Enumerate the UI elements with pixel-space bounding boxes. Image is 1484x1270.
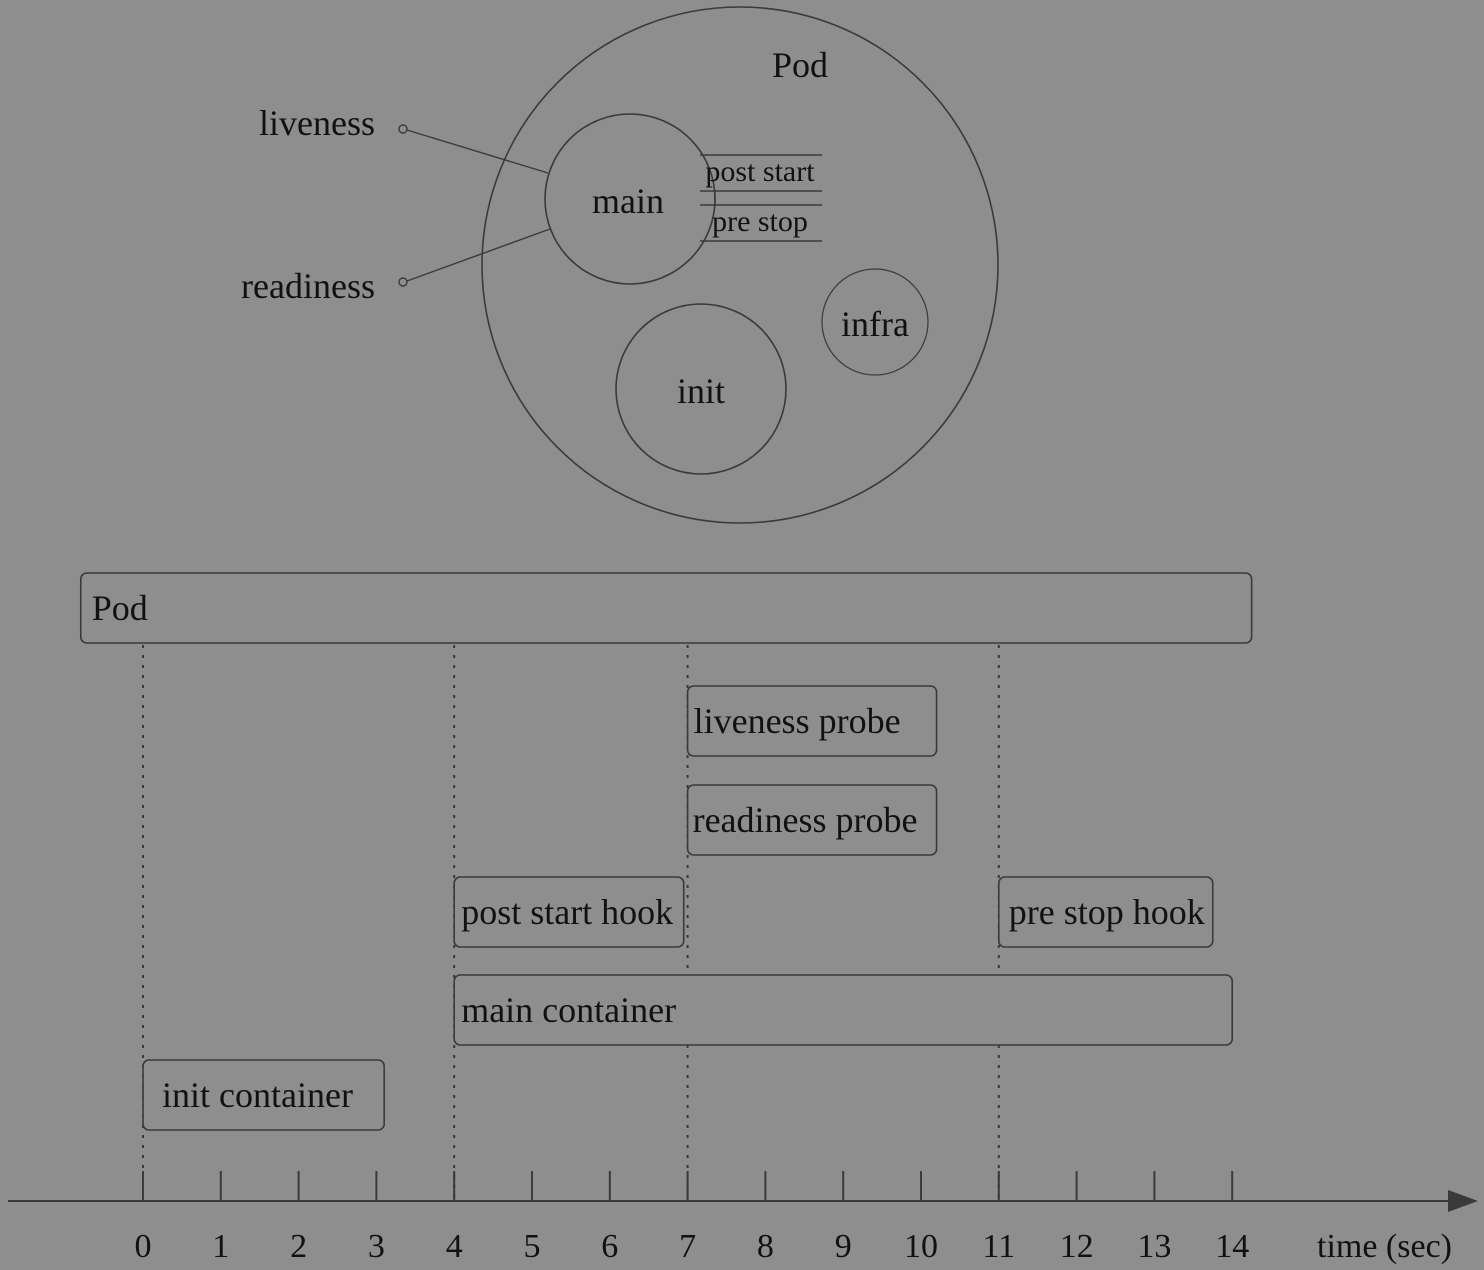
- probe-connectors: [398, 124, 551, 287]
- post-start-hook-bar-label: post start hook: [461, 892, 673, 932]
- tick-label: 12: [1060, 1228, 1094, 1265]
- tick-label: 14: [1215, 1228, 1249, 1265]
- readiness-label: readiness: [241, 266, 375, 306]
- tick-label: 7: [679, 1228, 696, 1265]
- pod-label: Pod: [772, 45, 828, 85]
- infra-container-circle: [821, 268, 929, 376]
- liveness-label: liveness: [259, 103, 375, 143]
- tick-label: 13: [1137, 1228, 1171, 1265]
- pod-circle: [481, 6, 999, 524]
- tick-label: 2: [290, 1228, 307, 1265]
- pod-structure: Pod main init infra post start pre stop …: [241, 6, 999, 524]
- post-start-hook-bar-box: [453, 876, 685, 948]
- axis-arrowhead: [1448, 1190, 1478, 1212]
- post-start-hook-label: post start: [705, 155, 815, 188]
- init-container-bar-label: init container: [162, 1075, 353, 1115]
- init-container-bar-box: [142, 1059, 385, 1131]
- pre-stop-hook-bar-box: [997, 876, 1214, 948]
- tick-label: 9: [835, 1228, 852, 1265]
- pre-stop-hook-label: pre stop: [712, 205, 808, 238]
- hook-lines: [700, 154, 822, 242]
- post-start-hook-bar: post start hook: [453, 876, 685, 948]
- init-container-bar: init container: [142, 1059, 385, 1131]
- main-container-bar-box: [453, 974, 1234, 1046]
- pod-bar-box: [79, 572, 1253, 644]
- readiness-bar-box: [686, 784, 938, 856]
- tick-label: 8: [757, 1228, 774, 1265]
- tick-label: 1: [212, 1228, 229, 1265]
- readiness-bar: readiness probe: [686, 784, 938, 856]
- liveness-bar-box: [686, 685, 938, 757]
- main-container-bar-label: main container: [461, 990, 676, 1030]
- tick-label: 5: [524, 1228, 541, 1265]
- tick-label: 3: [368, 1228, 385, 1265]
- tick-label: 11: [982, 1228, 1015, 1265]
- tick-label: 4: [446, 1228, 463, 1265]
- main-container-bar: main container: [453, 974, 1234, 1046]
- init-container-circle: [615, 303, 787, 475]
- timeline-bars: Pod liveness probe readiness probe post sta…: [79, 572, 1253, 1131]
- readiness-bar-label: readiness probe: [693, 800, 918, 840]
- tick-label: 10: [904, 1228, 938, 1265]
- pod-bar-label: Pod: [92, 588, 148, 628]
- tick-label: 6: [601, 1228, 618, 1265]
- pre-stop-hook-bar-label: pre stop hook: [1009, 892, 1205, 932]
- pod-bar: Pod: [79, 572, 1253, 644]
- init-label: init: [677, 371, 725, 411]
- timeline: Pod liveness probe readiness probe post sta…: [8, 572, 1478, 1265]
- tick-label: 0: [135, 1228, 152, 1265]
- main-label: main: [592, 181, 664, 221]
- infra-label: infra: [841, 304, 909, 344]
- pre-stop-hook-bar: pre stop hook: [997, 876, 1214, 948]
- liveness-bar: liveness probe: [686, 685, 938, 757]
- axis-label: time (sec): [1317, 1228, 1452, 1265]
- liveness-bar-label: liveness probe: [694, 701, 901, 741]
